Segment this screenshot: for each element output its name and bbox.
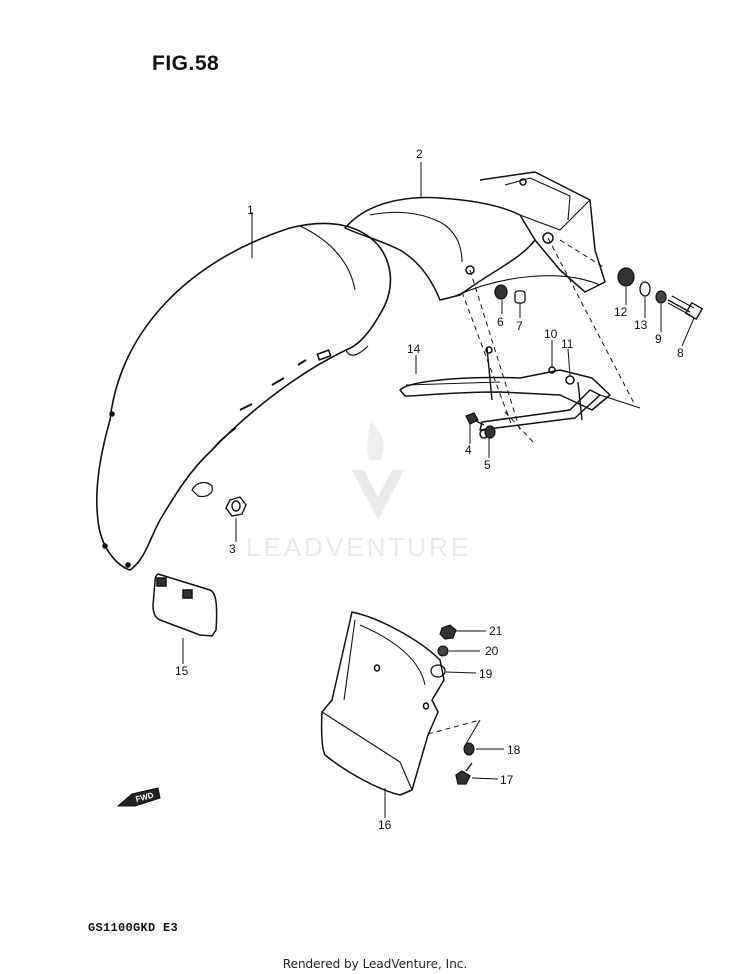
screw-17[interactable] [455, 762, 473, 785]
cushion-18[interactable] [463, 742, 475, 756]
callout-3: 3 [229, 542, 236, 556]
washer-20[interactable] [437, 645, 449, 657]
bolt-4[interactable] [465, 412, 485, 426]
callout-12: 12 [614, 305, 628, 319]
assembly-guide-lines [427, 237, 636, 735]
footer-credit: Rendered by LeadVenture, Inc. [282, 957, 468, 971]
callout-14: 14 [407, 342, 421, 356]
spacer-7[interactable] [514, 290, 526, 304]
washer-19[interactable] [430, 664, 446, 678]
washer-5[interactable] [484, 425, 496, 439]
bolt-8[interactable] [667, 295, 704, 321]
callout-6: 6 [497, 315, 504, 329]
nut-3[interactable] [225, 496, 247, 517]
figure-title: FIG.58 [152, 52, 220, 75]
nut-21[interactable] [439, 624, 457, 640]
washer-9[interactable] [655, 290, 667, 304]
washer-13[interactable] [639, 281, 651, 297]
fwd-label: FWD [135, 791, 155, 804]
callout-17: 17 [500, 773, 514, 787]
callout-9: 9 [655, 332, 662, 346]
callout-13: 13 [634, 318, 648, 332]
spacer-6[interactable] [494, 284, 508, 300]
bracket-14[interactable] [399, 346, 611, 439]
callout-8: 8 [677, 346, 684, 360]
fwd-direction-arrow: FWD [116, 787, 161, 807]
rear-fender[interactable] [95, 222, 392, 571]
callout-16: 16 [378, 818, 392, 832]
callout-2: 2 [416, 147, 423, 161]
callout-4: 4 [465, 443, 472, 457]
callout-1: 1 [247, 203, 254, 217]
watermark-text: LEADVENTURE [246, 532, 471, 562]
callout-11: 11 [561, 337, 574, 351]
callout-19: 19 [479, 667, 493, 681]
callout-5: 5 [484, 458, 491, 472]
mudflap-16[interactable] [320, 611, 445, 796]
callout-20: 20 [485, 644, 499, 658]
cushion-12[interactable] [617, 267, 635, 287]
assembly-solid-lines [465, 394, 641, 745]
callout-10: 10 [544, 327, 558, 341]
model-code: GS1100GKD E3 [88, 921, 179, 935]
callout-18: 18 [507, 743, 521, 757]
leader-lines [182, 162, 695, 818]
callout-15: 15 [175, 664, 189, 678]
callout-21: 21 [489, 624, 503, 638]
fender-extension[interactable] [344, 171, 606, 301]
plate-15[interactable] [152, 573, 218, 637]
callout-7: 7 [516, 319, 523, 333]
leadventure-watermark-logo: LEADVENTURE [246, 420, 471, 562]
